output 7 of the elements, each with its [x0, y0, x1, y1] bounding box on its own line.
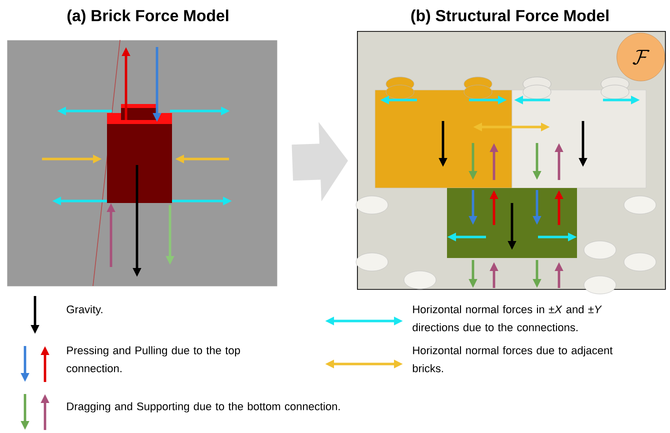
panel-title: (a) Brick Force Model	[67, 10, 228, 24]
legend-text: Dragging and Supporting due to the bottom connection.	[67, 402, 340, 412]
legend-text: Horizontal normal forces in ±X and ±Y directions due to the connections.	[412, 305, 602, 332]
legend-text: Gravity.	[66, 305, 102, 316]
panel-title: (b) Structural Force Model	[411, 10, 608, 24]
legend-text: Pressing and Pulling due to the top connection.	[66, 346, 240, 372]
legend-text: Horizontal normal forces due to adjacent bricks.	[412, 346, 613, 372]
